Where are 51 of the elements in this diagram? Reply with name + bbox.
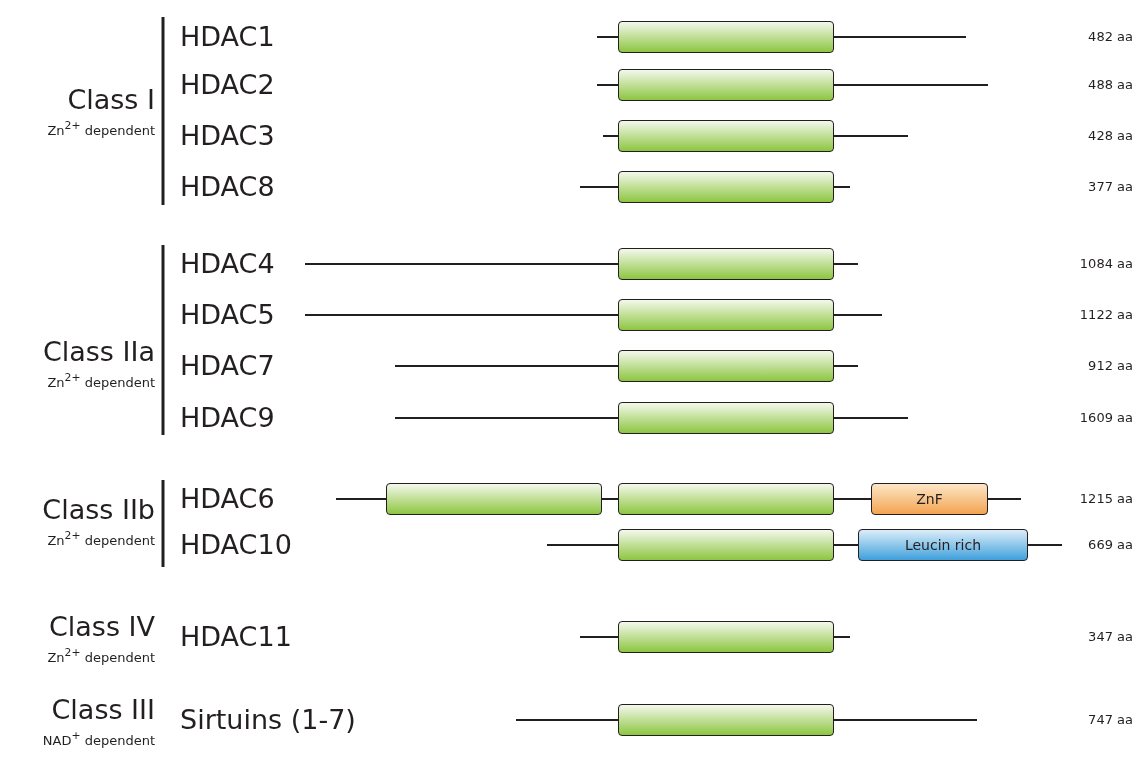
protein-name: HDAC5	[180, 300, 275, 330]
protein-name: HDAC8	[180, 172, 275, 202]
protein-name: HDAC10	[180, 530, 292, 560]
cofactor-note: Zn$^{2+}$ dependent	[47, 372, 155, 390]
domain-bar	[618, 704, 834, 736]
protein-name: HDAC6	[180, 484, 275, 514]
length-label: 669 aa	[1088, 537, 1133, 553]
domain-bar	[618, 299, 834, 331]
class-label: Class III	[51, 695, 155, 725]
domain-bar	[618, 350, 834, 382]
domain-bar	[386, 483, 602, 515]
cofactor-note: NAD$^{+}$ dependent	[42, 730, 155, 748]
length-label: 347 aa	[1088, 629, 1133, 645]
domain-bar	[618, 621, 834, 653]
domain-bar	[618, 402, 834, 434]
length-label: 377 aa	[1088, 179, 1133, 195]
protein-name: HDAC3	[180, 121, 275, 151]
protein-name: HDAC1	[180, 22, 275, 52]
domain-bar	[858, 529, 1028, 561]
length-label: 1122 aa	[1079, 307, 1133, 323]
domain-bar	[871, 483, 988, 515]
class-label: Class IIa	[42, 337, 155, 367]
domain-label: Leucin rich	[904, 537, 982, 553]
length-label: 488 aa	[1088, 77, 1133, 93]
cofactor-note: Zn$^{2+}$ dependent	[47, 530, 155, 548]
domain-bar	[618, 120, 834, 152]
protein-name: HDAC4	[180, 249, 275, 279]
class-label: Class I	[67, 85, 155, 115]
domain-bar	[618, 529, 834, 561]
domain-label: ZnF	[916, 491, 943, 507]
length-label: 428 aa	[1088, 128, 1133, 144]
domain-bar	[618, 171, 834, 203]
cofactor-note: Zn$^{2+}$ dependent	[47, 120, 155, 138]
domain-bar	[618, 248, 834, 280]
length-label: 1215 aa	[1079, 491, 1133, 507]
domain-bar	[618, 69, 834, 101]
cofactor-note: Zn$^{2+}$ dependent	[47, 647, 155, 665]
length-label: 747 aa	[1088, 712, 1133, 728]
length-label: 1084 aa	[1079, 256, 1133, 272]
protein-name: HDAC9	[180, 403, 275, 433]
length-label: 1609 aa	[1079, 410, 1133, 426]
length-label: 482 aa	[1088, 29, 1133, 45]
protein-name: HDAC7	[180, 351, 275, 381]
class-label: Class IIb	[42, 495, 155, 525]
protein-name: HDAC11	[180, 622, 292, 652]
protein-name: Sirtuins (1-7)	[180, 705, 356, 735]
protein-name: HDAC2	[180, 70, 275, 100]
domain-bar	[618, 21, 834, 53]
domain-bar	[618, 483, 834, 515]
length-label: 912 aa	[1088, 358, 1133, 374]
class-label: Class IV	[48, 612, 155, 642]
